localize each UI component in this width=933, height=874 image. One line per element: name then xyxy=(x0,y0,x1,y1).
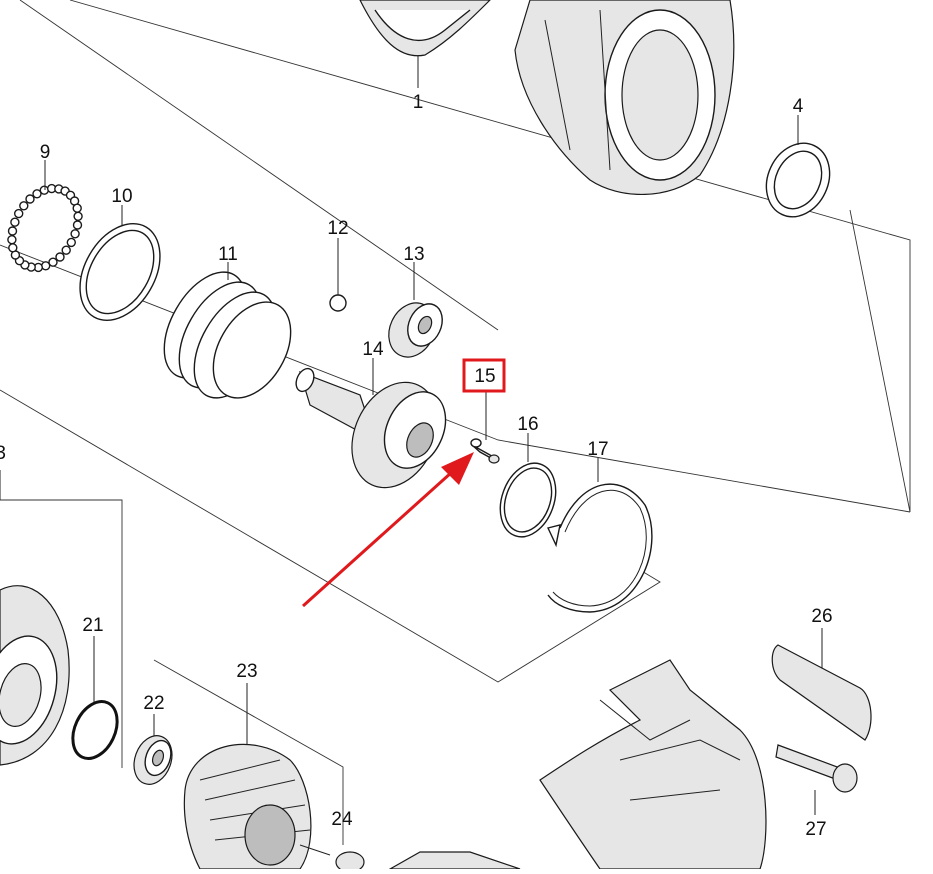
part-14-spindle xyxy=(295,358,447,489)
part-1-housing-cover xyxy=(359,0,491,88)
part-26-label-plate xyxy=(771,628,872,741)
steel-ball xyxy=(8,243,18,253)
label-22: 22 xyxy=(143,693,164,714)
steel-ball xyxy=(66,237,77,248)
label-1: 1 xyxy=(413,92,424,113)
label-15: 15 xyxy=(474,366,495,387)
part-23-armature xyxy=(183,683,331,870)
label-4: 4 xyxy=(793,96,804,117)
steel-ball xyxy=(48,257,58,267)
steel-ball xyxy=(70,229,80,239)
part-16-washer xyxy=(499,433,557,538)
steel-ball xyxy=(41,261,51,271)
label-26: 26 xyxy=(811,606,832,627)
label-24: 24 xyxy=(331,809,353,830)
part-11-spring xyxy=(163,262,292,399)
steel-ball xyxy=(32,189,42,199)
highlight-box xyxy=(462,358,506,393)
steel-ball xyxy=(7,234,17,245)
bottom-part xyxy=(387,851,521,870)
label-9: 9 xyxy=(40,142,51,163)
steel-ball xyxy=(39,185,49,195)
motor-housing xyxy=(539,659,767,870)
steel-ball xyxy=(19,201,29,211)
steel-ball xyxy=(55,252,65,262)
part-13-bearing xyxy=(388,262,443,358)
part-27-screw xyxy=(775,744,858,815)
steel-ball xyxy=(10,217,20,227)
steel-ball xyxy=(7,226,18,236)
label-10: 10 xyxy=(111,186,132,207)
part-4-washer xyxy=(765,115,831,218)
label-21: 21 xyxy=(82,615,103,636)
label-16: 16 xyxy=(517,414,538,435)
steel-ball xyxy=(72,220,83,230)
part-17-snap-ring xyxy=(547,458,653,613)
label-11: 11 xyxy=(218,244,238,265)
steel-ball xyxy=(73,211,83,222)
part-9-steel-balls xyxy=(7,183,83,273)
steel-ball xyxy=(72,203,82,213)
label-14: 14 xyxy=(362,339,384,360)
part-12-steel-ball xyxy=(329,238,347,312)
label-27: 27 xyxy=(805,819,826,840)
steel-ball xyxy=(61,245,71,255)
label-17: 17 xyxy=(587,439,608,460)
part-21-o-ring xyxy=(71,636,119,760)
steel-ball xyxy=(14,208,24,219)
label-3: 3 xyxy=(0,443,6,464)
part-3-front-housing xyxy=(0,470,70,766)
part-number-labels: 1 3 4 9 10 11 12 13 14 15 16 17 21 22 23… xyxy=(0,92,833,840)
part-15-pin xyxy=(470,392,500,464)
part-22-ball-bearing xyxy=(133,714,173,785)
label-23: 23 xyxy=(236,661,257,682)
steel-ball xyxy=(25,194,35,204)
pointer-arrow xyxy=(301,452,474,608)
label-13: 13 xyxy=(403,244,424,265)
gear-housing xyxy=(514,0,735,195)
label-12: 12 xyxy=(327,218,348,239)
assembly-outline xyxy=(0,0,911,845)
part-24-bearing xyxy=(335,851,365,873)
part-10-ring xyxy=(79,205,161,322)
